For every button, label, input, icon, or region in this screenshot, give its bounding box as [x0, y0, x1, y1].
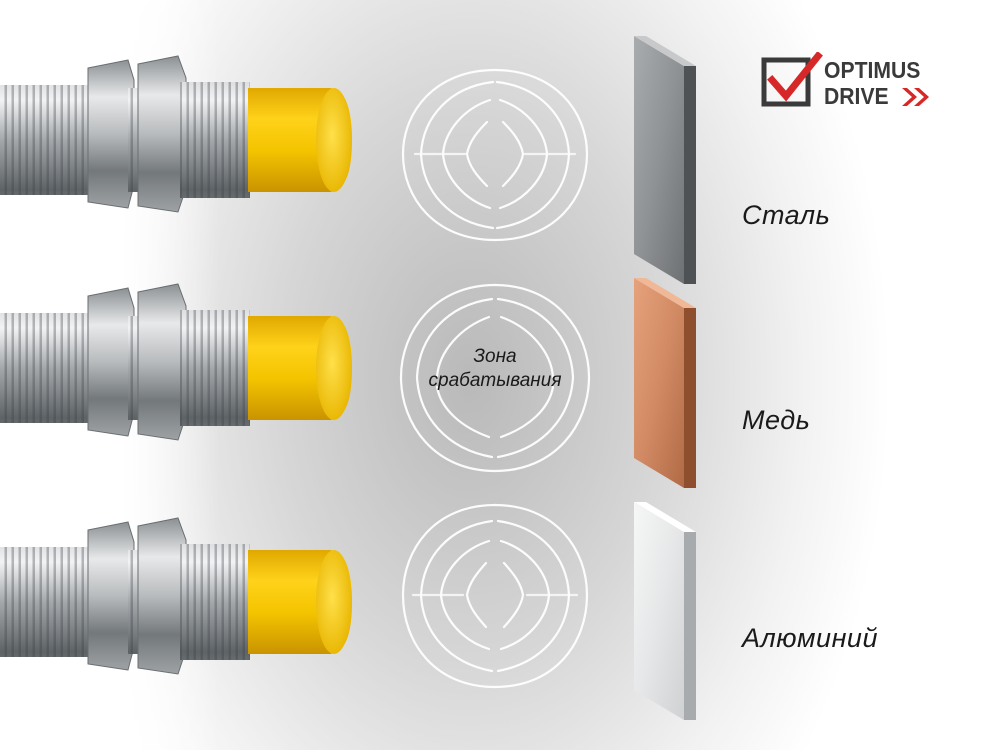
plate-copper [630, 274, 702, 497]
sensor-aluminium [0, 492, 360, 692]
label-copper: Медь [742, 405, 811, 435]
field-lines-copper [395, 275, 595, 480]
plate-aluminium [630, 498, 702, 729]
field-lines-steel [395, 52, 595, 257]
zone-label-line2: срабатывания [428, 370, 562, 391]
plate-steel [630, 32, 702, 293]
double-chevron-right-icon [902, 88, 929, 106]
sensing-zone-label: Зона срабатывания [405, 345, 585, 393]
logo-line2: DRIVE [824, 83, 889, 109]
checkmark-box-icon [761, 52, 823, 107]
zone-label-line1: Зона [473, 346, 517, 367]
sensor-copper [0, 258, 360, 458]
field-lines-aluminium [395, 495, 595, 700]
optimus-drive-logo: OPTIMUS DRIVE [760, 52, 940, 114]
sensor-steel [0, 30, 360, 230]
label-steel: Сталь [742, 200, 831, 230]
label-aluminium: Алюминий [742, 623, 878, 653]
logo-line1: OPTIMUS [824, 57, 921, 83]
